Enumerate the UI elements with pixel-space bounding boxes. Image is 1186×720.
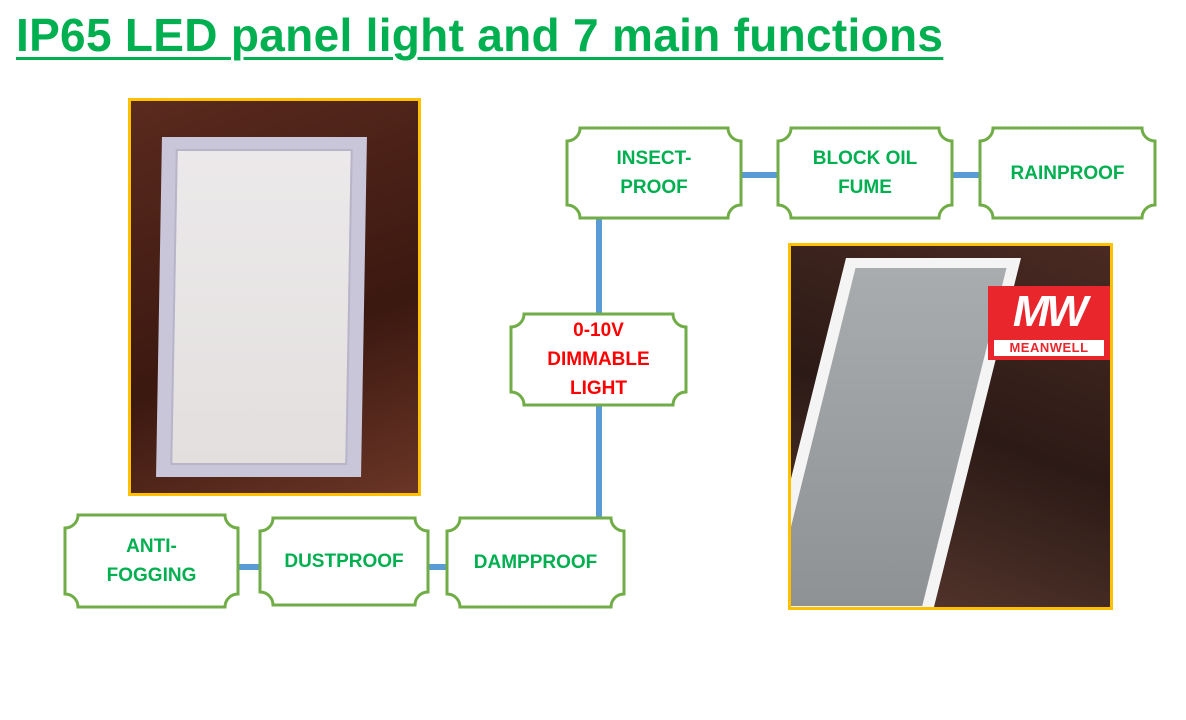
led-panel-front-photo xyxy=(128,98,421,496)
meanwell-logo: MW MEANWELL xyxy=(988,286,1110,360)
function-dustproof: DUSTPROOF xyxy=(284,551,404,572)
function-box xyxy=(565,126,743,220)
function-dimmable: 0-10V DIMMABLE LIGHT xyxy=(547,320,650,399)
function-box xyxy=(776,126,954,220)
function-box xyxy=(63,513,240,609)
function-box xyxy=(978,126,1157,220)
function-box xyxy=(509,312,688,407)
function-box xyxy=(445,516,626,609)
function-dampproof: DAMPPROOF xyxy=(473,552,598,573)
function-insect-proof: INSECT- PROOF xyxy=(616,148,692,198)
function-rainproof: RAINPROOF xyxy=(1010,162,1125,184)
page-title: IP65 LED panel light and 7 main function… xyxy=(16,9,944,61)
function-box xyxy=(258,516,430,607)
function-block-oil-fume: BLOCK OIL FUME xyxy=(812,148,918,198)
function-anti-fogging: ANTI- FOGGING xyxy=(106,536,197,586)
connectors xyxy=(238,172,982,570)
